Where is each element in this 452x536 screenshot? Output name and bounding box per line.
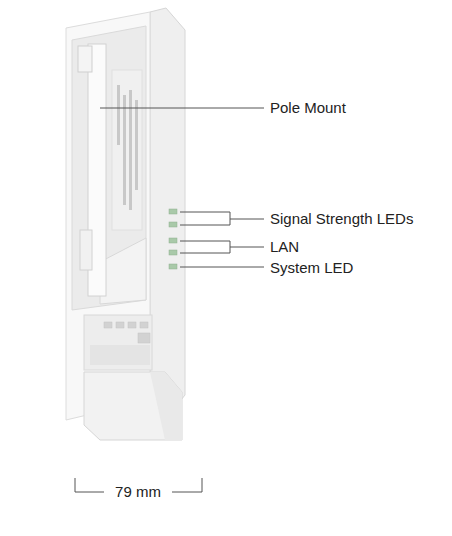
part-label: Signal Strength LEDs	[270, 210, 413, 228]
led-indicators	[169, 209, 177, 269]
device-body	[66, 8, 185, 440]
leader-lines	[100, 108, 264, 267]
part-label: Pole Mount	[270, 99, 346, 117]
part-label: System LED	[270, 259, 353, 277]
part-label: LAN	[270, 238, 299, 256]
dimension-label: 79 mm	[115, 483, 161, 501]
